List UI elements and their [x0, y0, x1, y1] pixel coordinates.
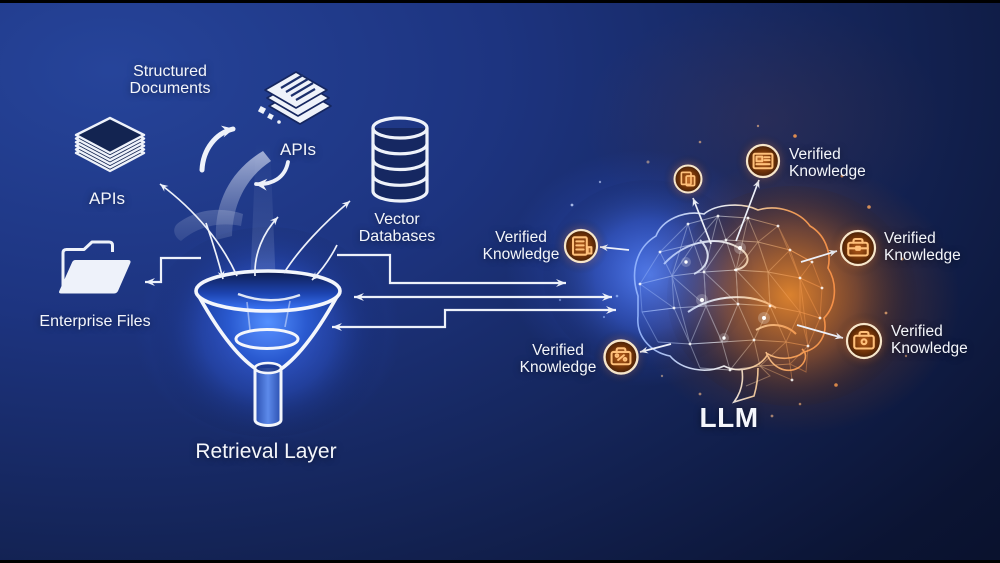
letterbox-bottom	[0, 560, 1000, 563]
badge-arrows	[599, 179, 844, 354]
briefcase-badge-icon	[829, 219, 887, 277]
folder-icon	[59, 240, 131, 294]
isometric-documents-icon	[257, 71, 332, 125]
curved-arrows	[199, 125, 290, 191]
document-badge-icon	[553, 218, 609, 274]
structured-documents-label: Structured Documents	[129, 63, 211, 98]
swoosh-shapes	[174, 151, 271, 241]
news-card-badge-icon	[735, 133, 791, 189]
briefcase-badge-icon	[593, 329, 649, 385]
verified-knowledge-label-left-bottom: Verified Knowledge	[519, 342, 597, 376]
funnel-fan-arrows	[159, 183, 351, 281]
funnel-icon	[194, 269, 342, 427]
vector-databases-label: Vector Databases	[358, 211, 436, 246]
retrieval-layer-label: Retrieval Layer	[195, 440, 337, 463]
apis-right-label: APIs	[280, 140, 316, 159]
brain-synapse-flashes	[681, 242, 770, 343]
sparkle-dots	[538, 124, 908, 418]
letterbox-top	[0, 0, 1000, 3]
stacked-papers-icon	[74, 116, 146, 173]
funnel-beam	[250, 142, 276, 288]
brain-mesh-nodes	[638, 214, 824, 382]
verified-knowledge-label-top: Verified Knowledge	[789, 146, 866, 180]
llm-label: LLM	[699, 402, 759, 433]
verified-knowledge-label-left-mid: Verified Knowledge	[482, 229, 560, 263]
verified-knowledge-badges	[553, 133, 893, 385]
apis-left-label: APIs	[89, 189, 125, 208]
connector-lines	[145, 253, 616, 331]
database-icon	[371, 116, 429, 203]
copy-badge-icon	[663, 154, 713, 204]
briefcase-badge-icon	[835, 312, 893, 370]
verified-knowledge-label-right-mid: Verified Knowledge	[884, 230, 961, 264]
verified-knowledge-label-right-bottom: Verified Knowledge	[891, 323, 968, 357]
enterprise-files-label: Enterprise Files	[39, 313, 151, 330]
brain-icon	[633, 204, 836, 404]
